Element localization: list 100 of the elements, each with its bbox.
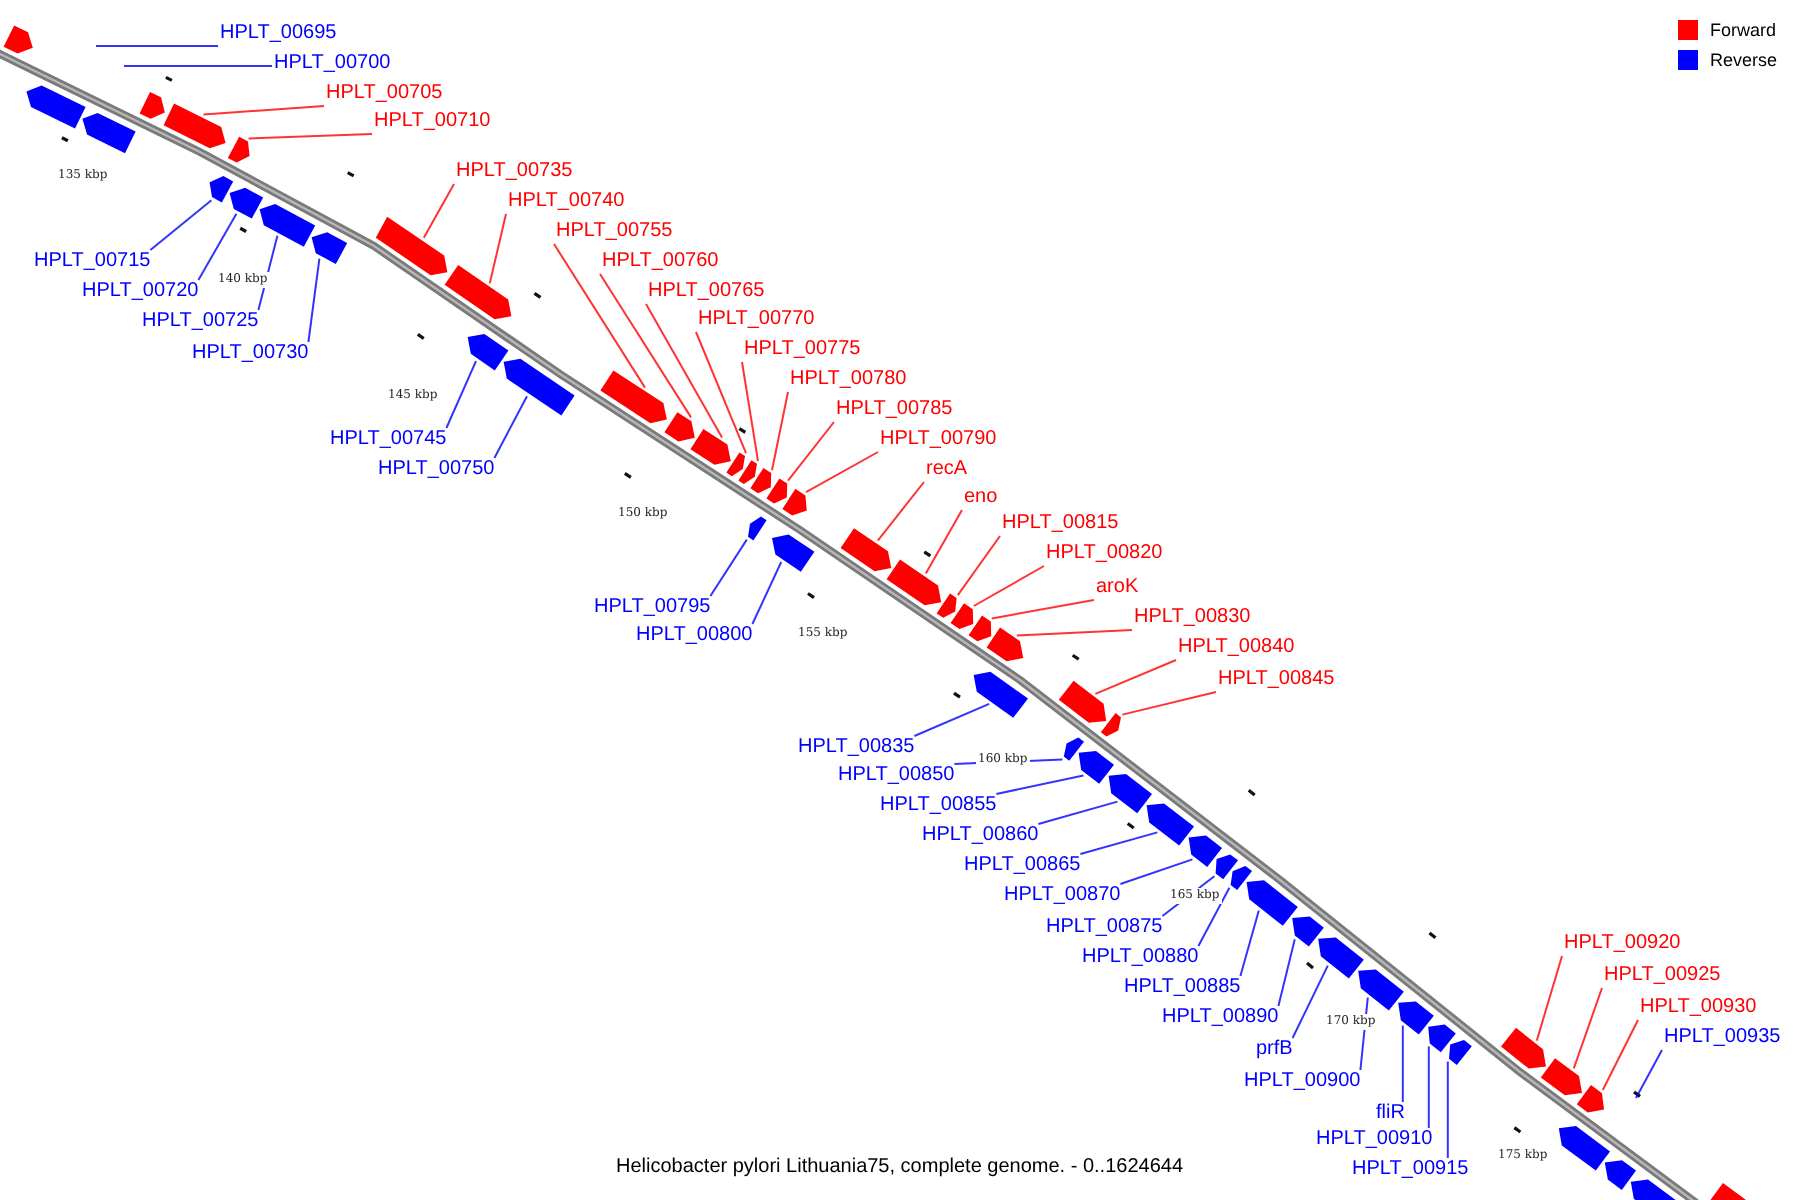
leader-line — [913, 702, 991, 737]
leader-line — [1427, 1045, 1430, 1129]
leader-line — [972, 565, 1045, 607]
caption: Helicobacter pylori Lithuania75, complete genome. - 0..1624644 — [616, 1156, 1184, 1180]
leader-line — [1119, 858, 1194, 885]
gene-label: HPLT_00695 — [220, 22, 337, 46]
gene-label: HPLT_00935 — [1664, 1026, 1781, 1050]
gene-block — [840, 528, 892, 572]
gene-label: eno — [964, 486, 998, 510]
gene-label: HPLT_00755 — [556, 220, 673, 244]
gene-block — [1058, 680, 1107, 723]
leader-line — [445, 360, 477, 429]
leader-line — [1015, 629, 1133, 637]
gene-block — [311, 232, 348, 264]
leader-line — [553, 243, 646, 389]
gene-label: HPLT_00745 — [330, 428, 447, 452]
leader-line — [599, 273, 692, 419]
gene-block — [738, 460, 757, 484]
gene-block — [375, 216, 448, 276]
gene-label: HPLT_00875 — [1046, 916, 1163, 940]
gene-label: HPLT_00780 — [790, 368, 907, 392]
gene-label: HPLT_00705 — [326, 82, 443, 106]
gene-block — [772, 534, 815, 572]
leader-line — [197, 212, 238, 281]
gene-block — [1604, 1160, 1636, 1190]
gene-label: HPLT_00785 — [836, 398, 953, 422]
gene-label: HPLT_00885 — [1124, 976, 1241, 1000]
gene-block — [1501, 1027, 1546, 1069]
gene-label: HPLT_00860 — [922, 824, 1039, 848]
leader-line — [645, 303, 723, 439]
gene-label: HPLT_00795 — [594, 596, 711, 620]
gene-block — [1146, 803, 1194, 846]
gene-block — [936, 593, 957, 618]
gene-label: HPLT_00750 — [378, 458, 495, 482]
gene-block — [1215, 854, 1238, 880]
gene-label: HPLT_00880 — [1082, 946, 1199, 970]
gene-label: recA — [926, 458, 968, 482]
gene-label: HPLT_00915 — [1352, 1158, 1469, 1182]
gene-label: HPLT_00865 — [964, 854, 1081, 878]
gene-block — [82, 113, 136, 154]
gene-label: HPLT_00790 — [880, 428, 997, 452]
leader-line — [493, 395, 528, 459]
leader-line — [1446, 1060, 1449, 1159]
gene-block — [1576, 1085, 1604, 1113]
leader-line — [1277, 938, 1296, 1007]
leader-line — [1079, 831, 1159, 855]
gene-label: HPLT_00715 — [34, 250, 151, 274]
gene-block — [1630, 1179, 1678, 1200]
gene-block — [748, 516, 767, 541]
leader-line — [1401, 1024, 1404, 1103]
gene-label: HPLT_00820 — [1046, 542, 1163, 566]
gene-block — [139, 92, 165, 119]
gene-block — [664, 412, 695, 442]
gene-block — [26, 85, 86, 129]
gene-label: HPLT_00735 — [456, 160, 573, 184]
leader-line — [1635, 1049, 1663, 1099]
gene-label: HPLT_00815 — [1002, 512, 1119, 536]
leader-line — [488, 213, 507, 285]
leader-line — [709, 538, 748, 597]
gene-label: HPLT_00765 — [648, 280, 765, 304]
gene-block — [444, 265, 512, 320]
gene-block — [950, 603, 974, 629]
leader-line — [995, 774, 1085, 795]
gene-label: HPLT_00700 — [274, 52, 391, 76]
gene-block — [1063, 737, 1084, 761]
leader-line — [149, 199, 213, 251]
gene-block — [1100, 713, 1121, 737]
legend-label: Reverse — [1710, 50, 1778, 72]
leader-line — [805, 451, 879, 494]
legend-label: Forward — [1710, 20, 1777, 42]
gene-block — [467, 334, 509, 371]
leader-line — [751, 561, 783, 625]
leader-line — [924, 509, 963, 575]
gene-label: HPLT_00890 — [1162, 1006, 1279, 1030]
gene-label: aroK — [1096, 576, 1139, 600]
leader-line — [1291, 964, 1329, 1039]
gene-block — [690, 429, 731, 465]
leader-line — [247, 133, 373, 140]
gene-block — [227, 136, 250, 163]
gene-label: HPLT_00730 — [192, 342, 309, 366]
gene-block — [1558, 1126, 1610, 1171]
leader-line — [1037, 800, 1119, 825]
leader-line — [990, 599, 1095, 620]
leader-line — [876, 481, 925, 542]
leader-line — [95, 45, 219, 47]
gene-block — [973, 671, 1028, 718]
gene-label: HPLT_00740 — [508, 190, 625, 214]
leader-line — [771, 391, 789, 472]
gene-label: HPLT_00845 — [1218, 668, 1335, 692]
gene-block — [886, 559, 942, 606]
leader-line — [741, 361, 759, 462]
gene-label: HPLT_00830 — [1134, 606, 1251, 630]
gene-block — [600, 370, 667, 424]
gene-label: HPLT_00840 — [1178, 636, 1295, 660]
gene-block — [1246, 880, 1298, 926]
leader-line — [1094, 659, 1177, 695]
gene-label: HPLT_00900 — [1244, 1070, 1361, 1094]
gene-block — [986, 627, 1024, 662]
gene-block — [1230, 866, 1252, 890]
gene-label: HPLT_00760 — [602, 250, 719, 274]
